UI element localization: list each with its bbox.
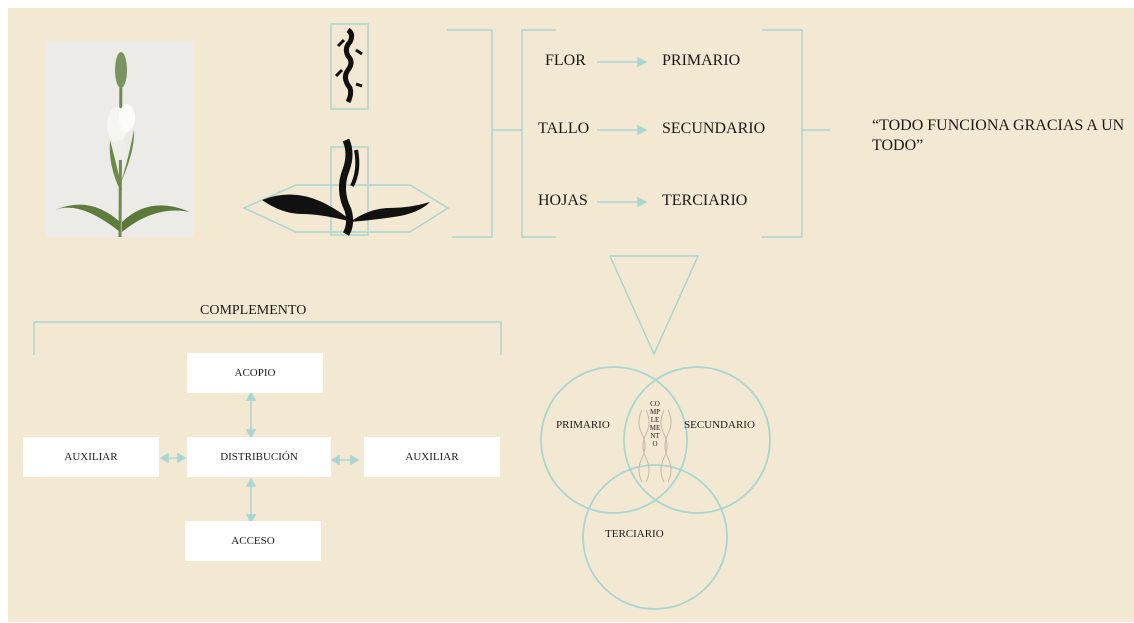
canvas	[8, 8, 1134, 622]
brackets	[447, 29, 830, 238]
box-acopio-label: ACOPIO	[234, 367, 276, 379]
complement-title: COMPLEMENTO	[200, 303, 307, 318]
box-auxiliar-right: AUXILIAR	[364, 437, 500, 477]
box-auxiliar-left: AUXILIAR	[23, 437, 159, 477]
hierarchy-part-hojas: HOJAS	[538, 192, 588, 209]
box-auxiliar-right-label: AUXILIAR	[405, 451, 459, 463]
box-distribucion: DISTRIBUCIÓN	[187, 437, 331, 477]
hierarchy-level-secundario: SECUNDARIO	[662, 120, 766, 137]
venn-label-terciario: TERCIARIO	[605, 528, 664, 540]
complement-arrows	[159, 391, 360, 524]
quote-text: “TODO FUNCIONA GRACIAS A UN TODO”	[872, 117, 1125, 154]
box-acceso-label: ACCESO	[231, 535, 275, 547]
hierarchy-level-primario: PRIMARIO	[662, 52, 741, 69]
hierarchy-arrows	[597, 56, 648, 208]
venn-center-label: COMPLEMENTO	[649, 400, 661, 448]
venn-circles	[540, 366, 771, 610]
box-acceso: ACCESO	[185, 521, 321, 561]
hierarchy-part-tallo: TALLO	[538, 120, 590, 137]
venn-label-secundario: SECUNDARIO	[684, 419, 755, 431]
hierarchy-level-terciario: TERCIARIO	[662, 192, 748, 209]
plant-photo	[46, 41, 194, 238]
venn-texture	[638, 409, 672, 483]
hierarchy-part-flor: FLOR	[545, 52, 586, 69]
box-acopio: ACOPIO	[187, 353, 323, 393]
down-triangle	[608, 255, 700, 356]
plant-silhouette	[242, 23, 450, 236]
complement-bracket	[33, 321, 502, 355]
venn-label-primario: PRIMARIO	[556, 419, 610, 431]
box-distribucion-label: DISTRIBUCIÓN	[220, 451, 298, 463]
box-auxiliar-left-label: AUXILIAR	[64, 451, 118, 463]
